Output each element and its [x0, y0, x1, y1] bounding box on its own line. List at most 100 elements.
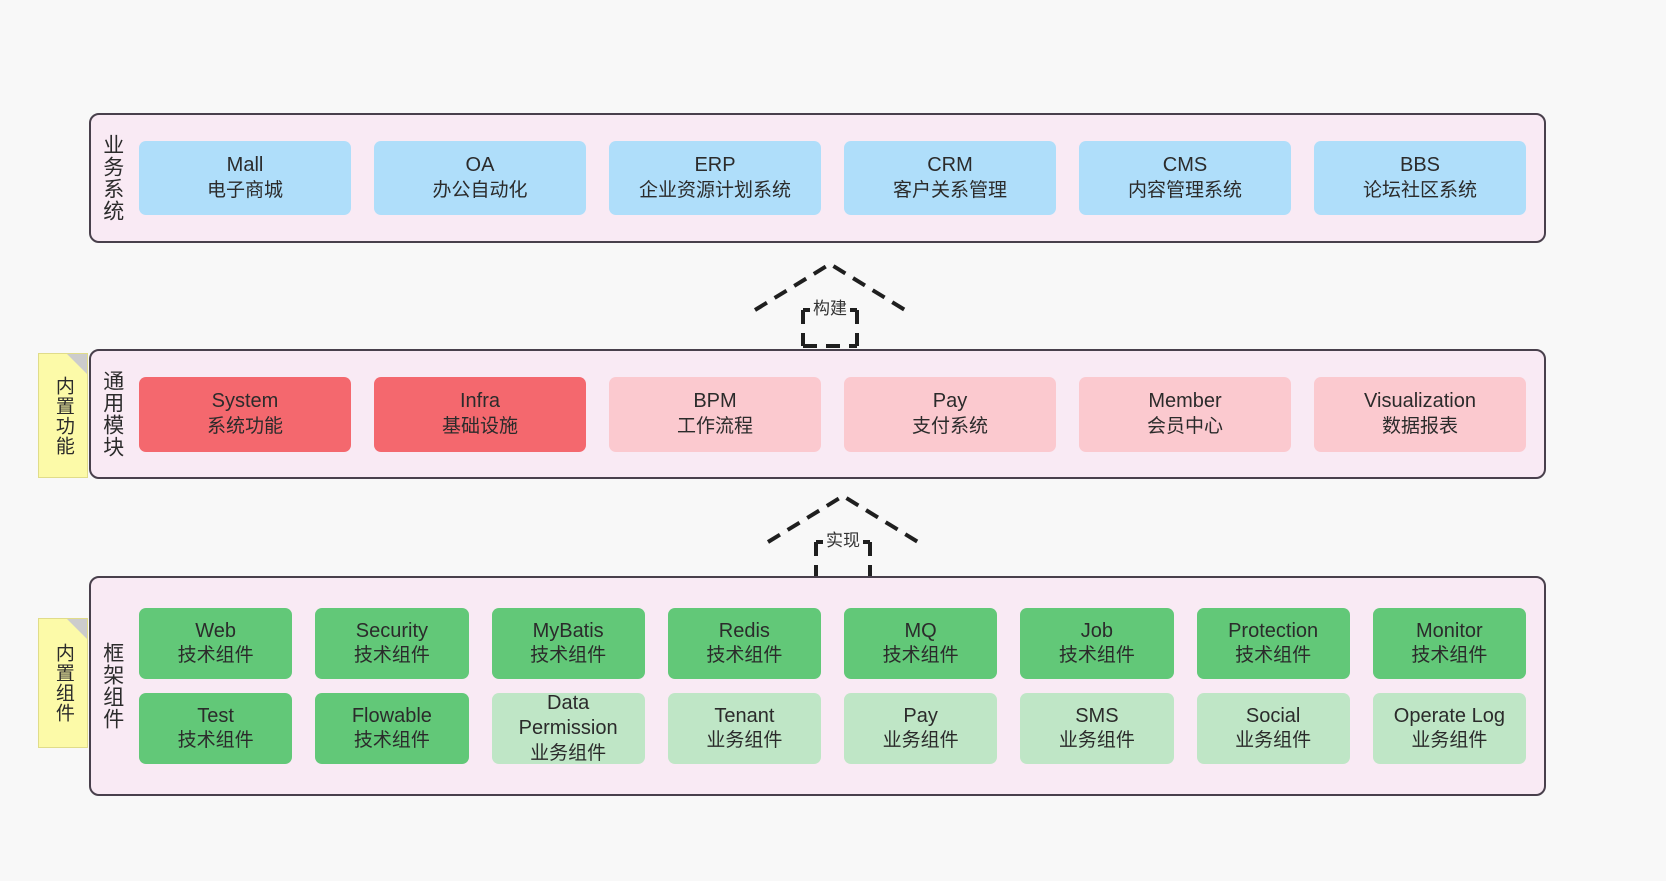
node-desc: 企业资源计划系统 — [638, 179, 791, 201]
node-name: Security — [355, 619, 428, 642]
node-desc: 技术组件 — [706, 645, 783, 667]
node-redis[interactable]: Redis 技术组件 — [667, 608, 821, 679]
node-erp[interactable]: ERP 企业资源计划系统 — [609, 141, 821, 215]
sticky-note-builtin-components: 内置组件 — [38, 618, 88, 748]
node-oa[interactable]: OA 办公自动化 — [374, 141, 586, 215]
node-desc: 业务组件 — [1058, 730, 1135, 752]
layer-row: System 系统功能 Infra 基础设施 BPM 工作流程 Pay 支付系统… — [139, 376, 1526, 452]
node-desc: 技术组件 — [1235, 645, 1312, 667]
node-data-permission[interactable]: Data Permission 业务组件 — [491, 691, 645, 764]
layer-title-framework-components: 框架组件 — [100, 642, 124, 730]
node-name: Social — [1245, 704, 1301, 727]
node-operate-log[interactable]: Operate Log 业务组件 — [1372, 693, 1526, 764]
connector-implement: 实现 — [758, 490, 928, 580]
node-name: Pay — [932, 390, 968, 413]
node-desc: 会员中心 — [1146, 415, 1223, 437]
node-name: OA — [465, 154, 495, 177]
layer-common-modules: 通用模块 System 系统功能 Infra 基础设施 BPM 工作流程 Pay… — [89, 349, 1546, 479]
node-name: CMS — [1162, 154, 1208, 177]
node-infra[interactable]: Infra 基础设施 — [374, 376, 586, 452]
connector-build: 构建 — [745, 258, 915, 348]
node-desc: 技术组件 — [1411, 645, 1488, 667]
node-name: Web — [195, 619, 236, 642]
node-name: Infra — [459, 390, 501, 413]
layer-title-common-modules: 通用模块 — [100, 370, 124, 458]
node-name: Flowable — [351, 704, 432, 727]
node-name: MQ — [904, 619, 937, 642]
node-desc: 技术组件 — [353, 730, 430, 752]
node-pay[interactable]: Pay 支付系统 — [844, 376, 1056, 452]
connector-label: 实现 — [823, 526, 863, 551]
node-cms[interactable]: CMS 内容管理系统 — [1079, 141, 1291, 215]
node-job[interactable]: Job 技术组件 — [1020, 608, 1174, 679]
node-system[interactable]: System 系统功能 — [139, 376, 351, 452]
node-web[interactable]: Web 技术组件 — [139, 608, 293, 679]
node-mq[interactable]: MQ 技术组件 — [844, 608, 998, 679]
node-desc: 技术组件 — [530, 645, 607, 667]
node-name: Test — [197, 704, 234, 727]
node-tenant[interactable]: Tenant 业务组件 — [667, 693, 821, 764]
node-name: BPM — [693, 390, 737, 413]
node-name: Tenant — [714, 704, 775, 727]
node-name: ERP — [694, 154, 736, 177]
node-desc: 电子商城 — [206, 179, 283, 201]
connector-label: 构建 — [810, 294, 850, 319]
node-desc: 技术组件 — [353, 645, 430, 667]
layer-framework-components: 框架组件 Web 技术组件 Security 技术组件 MyBatis 技术组件… — [89, 576, 1546, 796]
node-name: Redis — [718, 619, 770, 642]
node-name: Pay — [903, 704, 938, 727]
node-security[interactable]: Security 技术组件 — [315, 608, 469, 679]
node-name: SMS — [1075, 704, 1119, 727]
node-desc: 客户关系管理 — [892, 179, 1007, 201]
node-desc: 内容管理系统 — [1127, 179, 1242, 201]
node-social[interactable]: Social 业务组件 — [1196, 693, 1350, 764]
node-name: BBS — [1399, 154, 1441, 177]
node-sms[interactable]: SMS 业务组件 — [1020, 693, 1174, 764]
node-bpm[interactable]: BPM 工作流程 — [609, 376, 821, 452]
node-mybatis[interactable]: MyBatis 技术组件 — [491, 608, 645, 679]
layer-body-framework-components: Web 技术组件 Security 技术组件 MyBatis 技术组件 Redi… — [133, 578, 1544, 794]
node-name: Data Permission — [518, 691, 618, 740]
node-desc: 系统功能 — [206, 415, 283, 437]
node-desc: 技术组件 — [177, 730, 254, 752]
node-desc: 业务组件 — [530, 742, 607, 764]
node-monitor[interactable]: Monitor 技术组件 — [1372, 608, 1526, 679]
node-name: Protection — [1228, 619, 1319, 642]
layer-body-common-modules: System 系统功能 Infra 基础设施 BPM 工作流程 Pay 支付系统… — [133, 351, 1544, 477]
node-desc: 工作流程 — [676, 415, 753, 437]
node-desc: 论坛社区系统 — [1362, 179, 1477, 201]
node-mall[interactable]: Mall 电子商城 — [139, 141, 351, 215]
node-bbs[interactable]: BBS 论坛社区系统 — [1314, 141, 1526, 215]
node-flowable[interactable]: Flowable 技术组件 — [315, 693, 469, 764]
layer-row-technical: Web 技术组件 Security 技术组件 MyBatis 技术组件 Redi… — [139, 608, 1526, 679]
node-desc: 支付系统 — [911, 415, 988, 437]
node-crm[interactable]: CRM 客户关系管理 — [844, 141, 1056, 215]
node-name: CRM — [927, 154, 973, 177]
node-desc: 业务组件 — [882, 730, 959, 752]
node-name: Operate Log — [1393, 704, 1505, 727]
node-desc: 办公自动化 — [432, 179, 528, 201]
node-desc: 基础设施 — [441, 415, 518, 437]
node-visualization[interactable]: Visualization 数据报表 — [1314, 376, 1526, 452]
node-desc: 数据报表 — [1381, 415, 1458, 437]
layer-row-business: Test 技术组件 Flowable 技术组件 Data Permission … — [139, 691, 1526, 764]
node-test[interactable]: Test 技术组件 — [139, 693, 293, 764]
node-name: System — [211, 390, 279, 413]
layer-business-systems: 业务系统 Mall 电子商城 OA 办公自动化 ERP 企业资源计划系统 CRM… — [89, 113, 1546, 243]
layer-body-business-systems: Mall 电子商城 OA 办公自动化 ERP 企业资源计划系统 CRM 客户关系… — [133, 115, 1544, 241]
node-protection[interactable]: Protection 技术组件 — [1196, 608, 1350, 679]
node-name: Mall — [226, 154, 264, 177]
layer-title-business-systems: 业务系统 — [100, 134, 124, 222]
node-name: Visualization — [1364, 390, 1476, 413]
node-name: Monitor — [1416, 619, 1483, 642]
node-member[interactable]: Member 会员中心 — [1079, 376, 1291, 452]
node-desc: 技术组件 — [1058, 645, 1135, 667]
node-name: Job — [1080, 619, 1113, 642]
node-name: Member — [1148, 390, 1222, 413]
node-desc: 技术组件 — [177, 645, 254, 667]
node-name: MyBatis — [532, 619, 604, 642]
node-desc: 业务组件 — [706, 730, 783, 752]
node-pay-business[interactable]: Pay 业务组件 — [844, 693, 998, 764]
layer-row: Mall 电子商城 OA 办公自动化 ERP 企业资源计划系统 CRM 客户关系… — [139, 141, 1526, 215]
